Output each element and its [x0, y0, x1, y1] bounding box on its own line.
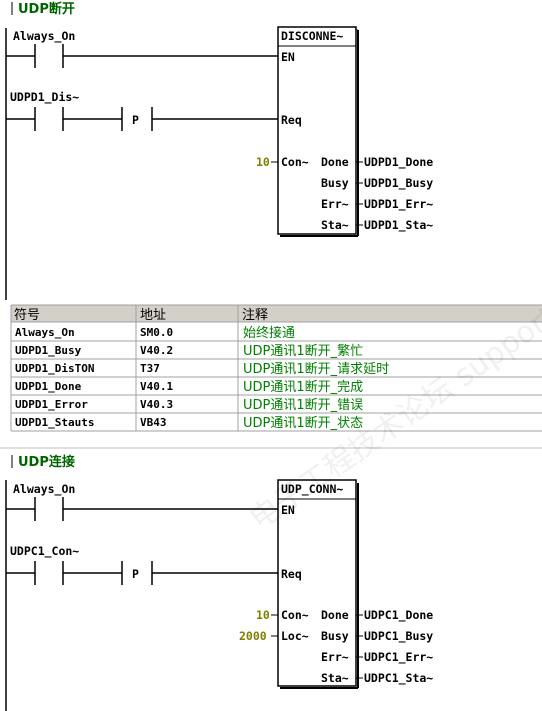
- output-variable[interactable]: UDPD1_Sta~: [364, 218, 433, 233]
- block-output-done[interactable]: Done UDPD1_Done: [321, 155, 433, 170]
- con-value[interactable]: 10: [256, 608, 270, 622]
- block-en-pin: EN: [281, 503, 295, 517]
- normally-open-contact[interactable]: [34, 107, 64, 131]
- output-pin-label: Done: [321, 608, 349, 622]
- table-row[interactable]: UDPD1_Error V40.3 UDP通讯1断开_错误: [15, 398, 363, 413]
- table-header-bg: [11, 305, 542, 322]
- row-address: V40.1: [140, 380, 173, 393]
- block-en-pin: EN: [281, 50, 295, 64]
- table-header-comment: 注释: [242, 308, 268, 323]
- block-output-sta[interactable]: Sta~ UDPD1_Sta~: [321, 218, 433, 233]
- con-value[interactable]: 10: [256, 155, 270, 169]
- contact-label: UDPC1_Con~: [10, 544, 79, 559]
- output-pin-label: Err~: [321, 197, 349, 211]
- normally-open-contact[interactable]: [34, 497, 64, 521]
- block-output-err[interactable]: Err~ UDPD1_Err~: [321, 197, 433, 212]
- row-symbol: UDPD1_DisTON: [15, 362, 94, 375]
- table-header-address: 地址: [140, 308, 166, 323]
- row-address: VB43: [140, 416, 167, 429]
- row-symbol: UDPD1_Done: [15, 380, 82, 393]
- row-symbol: UDPD1_Stauts: [15, 416, 94, 429]
- row-address: T37: [140, 362, 160, 375]
- output-variable[interactable]: UDPC1_Sta~: [364, 671, 433, 686]
- row-comment: UDP通讯1断开_完成: [243, 380, 363, 395]
- network-1[interactable]: UDP断开 Always_On UDPD1_Dis~ P: [5, 1, 433, 300]
- row-comment: 始终接通: [243, 325, 295, 341]
- disconnect-block[interactable]: DISCONNE~ EN Req Con~: [277, 26, 359, 237]
- table-row[interactable]: UDPD1_DisTON T37 UDP通讯1断开_请求延时: [15, 362, 389, 377]
- block-loc-pin: Loc~: [281, 629, 309, 643]
- row-comment: UDP通讯1断开_状态: [243, 416, 363, 431]
- row-symbol: Always_On: [15, 326, 75, 339]
- block-req-pin: Req: [281, 567, 302, 581]
- output-variable[interactable]: UDPD1_Err~: [364, 197, 433, 212]
- normally-open-contact[interactable]: [34, 44, 64, 68]
- edge-label: P: [132, 567, 139, 581]
- row-address: V40.2: [140, 344, 173, 357]
- row-address: V40.3: [140, 398, 173, 411]
- symbol-table: 符号 地址 注释 Always_On SM0.0 始终接通 UDPD1_Busy…: [10, 304, 542, 432]
- output-variable[interactable]: UDPC1_Busy: [364, 629, 433, 644]
- contact-label: Always_On: [13, 482, 75, 497]
- contact-label: UDPD1_Dis~: [10, 90, 79, 105]
- row-comment: UDP通讯1断开_繁忙: [243, 343, 363, 359]
- udp-connect-block[interactable]: UDP_CONN~ EN Req Con~ Loc~: [277, 479, 359, 689]
- output-variable[interactable]: UDPC1_Err~: [364, 650, 433, 665]
- network-title: UDP断开: [18, 1, 75, 17]
- row-symbol: UDPD1_Busy: [15, 344, 82, 357]
- block-con-pin: Con~: [281, 608, 309, 622]
- positive-edge-contact[interactable]: P: [121, 107, 153, 131]
- output-pin-label: Busy: [321, 176, 349, 190]
- table-row[interactable]: UDPD1_Done V40.1 UDP通讯1断开_完成: [15, 380, 363, 395]
- output-pin-label: Busy: [321, 629, 349, 643]
- output-variable[interactable]: UDPD1_Done: [364, 155, 433, 170]
- output-variable[interactable]: UDPD1_Busy: [364, 176, 433, 191]
- output-pin-label: Sta~: [321, 671, 349, 685]
- block-req-pin: Req: [281, 113, 302, 127]
- edge-label: P: [132, 113, 139, 127]
- block-name: UDP_CONN~: [281, 482, 343, 497]
- table-row[interactable]: Always_On SM0.0 始终接通: [15, 325, 295, 341]
- block-output-busy[interactable]: Busy UDPC1_Busy: [321, 629, 433, 644]
- output-pin-label: Done: [321, 155, 349, 169]
- block-name: DISCONNE~: [281, 29, 343, 43]
- network-title: UDP连接: [18, 454, 75, 470]
- row-symbol: UDPD1_Error: [15, 398, 88, 411]
- block-output-busy[interactable]: Busy UDPD1_Busy: [321, 176, 433, 191]
- positive-edge-contact[interactable]: P: [121, 561, 153, 585]
- block-output-done[interactable]: Done UDPC1_Done: [321, 608, 433, 623]
- normally-open-contact[interactable]: [34, 561, 64, 585]
- table-header-symbol: 符号: [14, 307, 40, 323]
- output-variable[interactable]: UDPC1_Done: [364, 608, 433, 623]
- output-pin-label: Err~: [321, 650, 349, 664]
- row-address: SM0.0: [140, 326, 173, 339]
- block-output-sta[interactable]: Sta~ UDPC1_Sta~: [321, 671, 433, 686]
- loc-value[interactable]: 2000: [239, 629, 267, 643]
- block-con-pin: Con~: [281, 155, 309, 169]
- contact-label: Always_On: [13, 29, 75, 44]
- table-row[interactable]: UDPD1_Stauts VB43 UDP通讯1断开_状态: [15, 416, 363, 431]
- network-2[interactable]: UDP连接 Always_On UDPC1_Con~ P: [5, 454, 433, 711]
- block-output-err[interactable]: Err~ UDPC1_Err~: [321, 650, 433, 665]
- output-pin-label: Sta~: [321, 218, 349, 232]
- table-row[interactable]: UDPD1_Busy V40.2 UDP通讯1断开_繁忙: [15, 343, 363, 359]
- row-comment: UDP通讯1断开_错误: [243, 398, 363, 413]
- row-comment: UDP通讯1断开_请求延时: [243, 362, 389, 377]
